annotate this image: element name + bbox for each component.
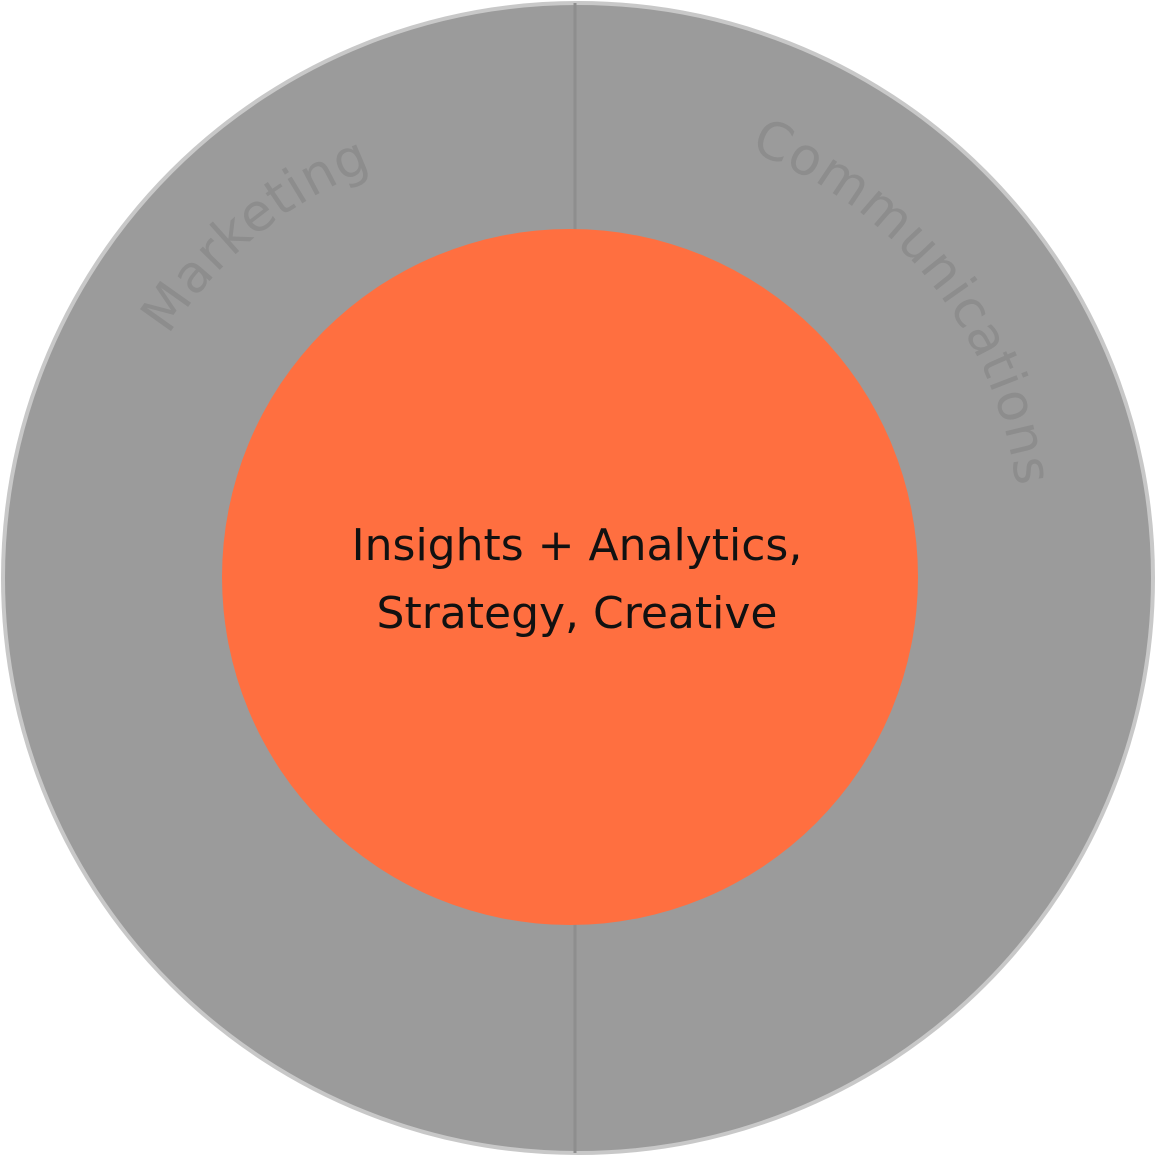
core-circle: [222, 229, 918, 925]
core-text-line-1: Insights + Analytics,: [352, 520, 803, 571]
core-text-line-2: Strategy, Creative: [377, 588, 778, 639]
